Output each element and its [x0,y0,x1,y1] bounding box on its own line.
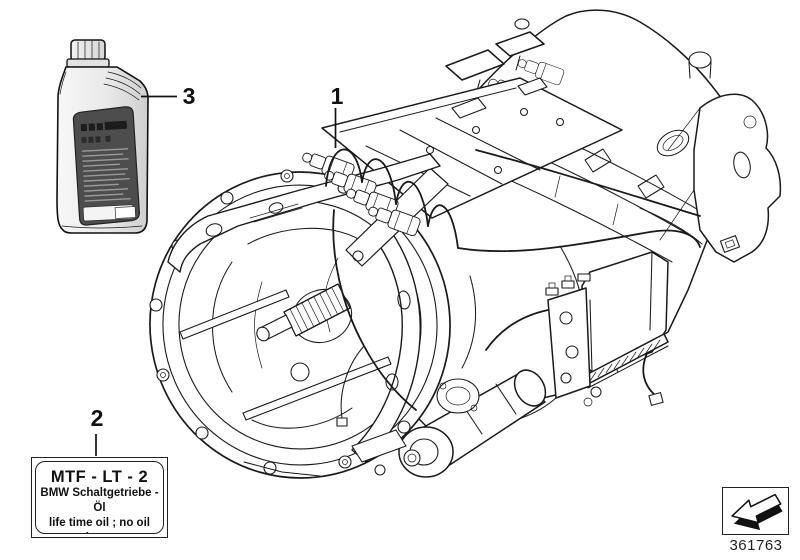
callout-gearbox[interactable]: 1 [330,83,344,109]
gearbox-illustration [149,9,782,479]
oil-spec-box: MTF - LT - 2 BMW Schaltgetriebe - Öl lif… [31,457,168,538]
direction-arrow-box [722,487,789,535]
diagram-number: 361763 [729,537,783,554]
callout-info-box[interactable]: 2 [90,405,104,431]
oil-spec-title: MTF - LT - 2 [50,468,149,486]
oil-spec-box-inner: MTF - LT - 2 BMW Schaltgetriebe - Öl lif… [35,461,164,534]
arrow-down-left-icon [731,493,783,531]
oil-spec-subtitle: BMW Schaltgetriebe - Öl [40,487,159,514]
leader-lines [95,95,337,456]
callout-oil-bottle[interactable]: 3 [182,83,196,109]
oil-spec-note: life time oil ; no oil change [49,517,150,533]
oil-bottle-illustration [56,39,149,234]
